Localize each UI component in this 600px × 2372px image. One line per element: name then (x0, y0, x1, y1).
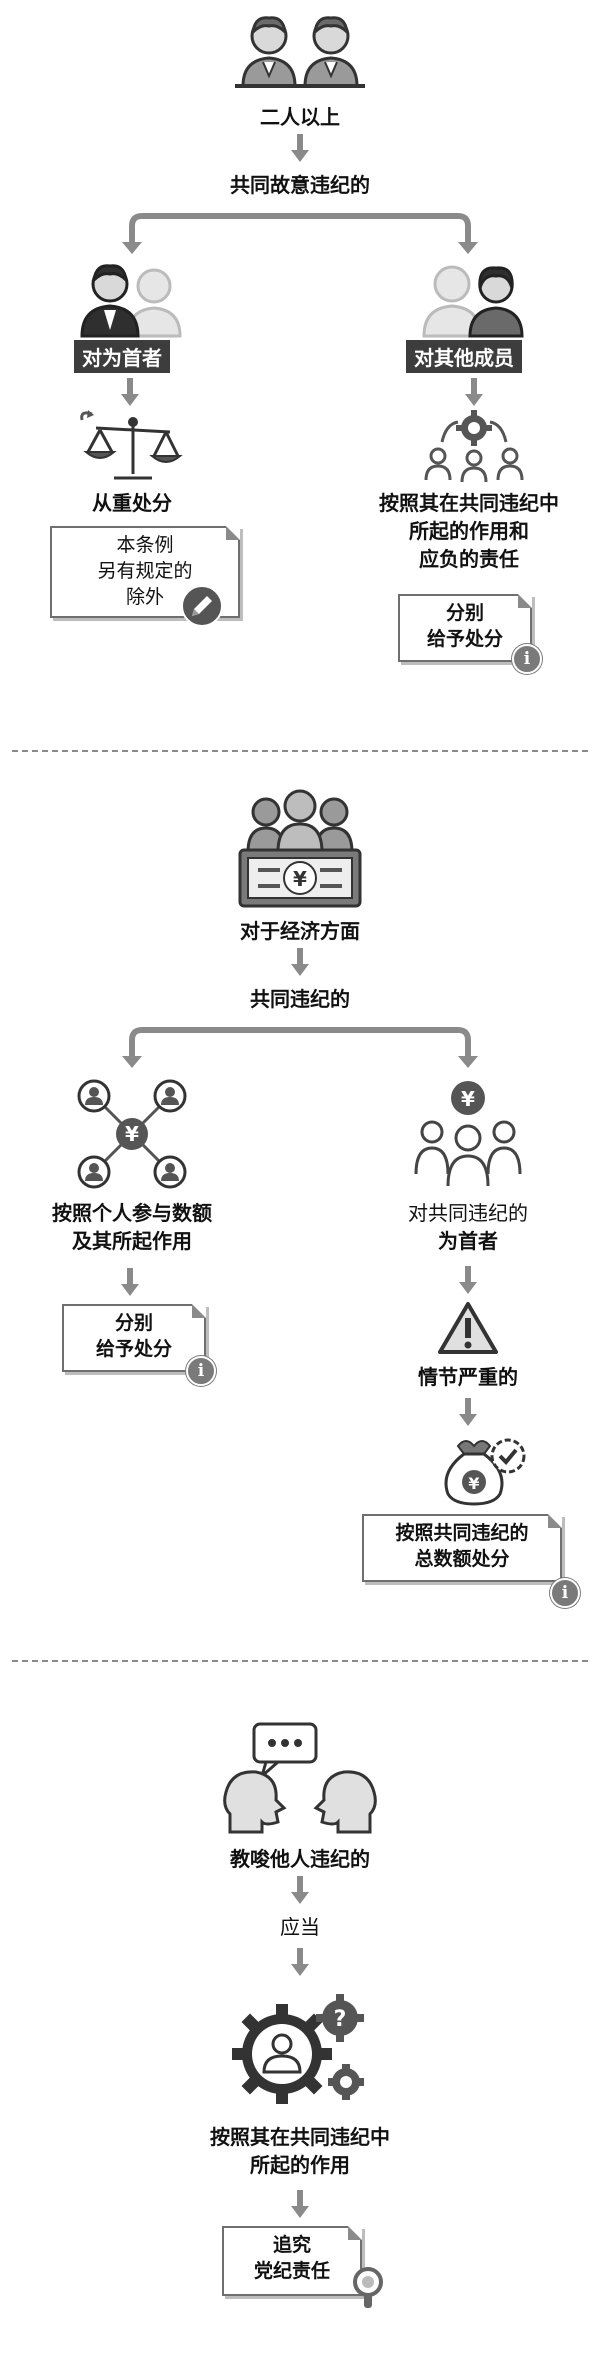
section-divider (12, 750, 588, 752)
magnifier-icon (353, 2267, 383, 2308)
money-bag-check-icon: ¥ (444, 1438, 526, 1506)
s2-right-note: 按照共同违纪的 总数额处分 (362, 1514, 562, 1582)
section-divider (12, 1660, 588, 1662)
two-persons-icon (235, 16, 365, 88)
s1-left-tag: 对为首者 (74, 340, 170, 373)
s2-left-line: 及其所起作用 (72, 1229, 192, 1253)
s2-left-note: 分别 给予处分 (62, 1304, 206, 1372)
note-line: 除外 (125, 586, 164, 608)
down-arrow (459, 1266, 477, 1294)
down-arrow (465, 378, 483, 406)
money-group-icon: ¥ (238, 789, 362, 908)
down-arrow (291, 2190, 309, 2218)
down-arrow (121, 1268, 139, 1296)
s2-left-line: 按照个人参与数额 (52, 1201, 212, 1225)
network-money-icon: ¥ (77, 1079, 187, 1189)
page-fold (348, 2226, 362, 2240)
branch-connector (122, 213, 478, 254)
warning-icon (438, 1302, 498, 1354)
page-fold (192, 1304, 206, 1318)
note-line: 按照共同违纪的 (395, 1522, 529, 1544)
note-line: 总数额处分 (414, 1548, 510, 1570)
note-line: 党纪责任 (253, 2260, 330, 2282)
s1-left-result: 从重处分 (92, 491, 172, 515)
yuan-symbol: ¥ (461, 1087, 475, 1111)
info-icon: i (550, 1578, 580, 1608)
note-line: 分别 (445, 602, 484, 624)
note-line: 本条例 (116, 534, 174, 556)
conversation-icon (223, 1722, 377, 1834)
gears-person-icon: ? (232, 1994, 364, 2104)
s1-right-line: 所起的作用和 (409, 519, 529, 543)
note-line: 给予处分 (95, 1338, 172, 1360)
branch-connector (122, 1027, 478, 1068)
svg-text:?: ? (334, 2007, 347, 2032)
s3-note: 追究 党纪责任 (222, 2226, 362, 2296)
s2-right-line: 为首者 (438, 1229, 498, 1253)
s1-right-note: 分别 给予处分 (398, 594, 532, 662)
s2-right-line: 对共同违纪的 (408, 1201, 528, 1225)
down-arrow (459, 1398, 477, 1426)
page-fold (518, 594, 532, 608)
down-arrow (291, 1948, 309, 1976)
note-line: 给予处分 (426, 628, 503, 650)
money-people-icon: ¥ (414, 1081, 522, 1187)
pencil-icon (181, 585, 223, 627)
info-icon: i (512, 644, 542, 674)
down-arrow (291, 1876, 309, 1904)
s2-mid-label: 共同违纪的 (250, 987, 350, 1011)
info-icon: i (186, 1356, 216, 1386)
s3-line: 按照其在共同违纪中 (210, 2125, 390, 2149)
down-arrow (291, 948, 309, 976)
s1-mid-label: 共同故意违纪的 (230, 173, 370, 197)
yuan-symbol: ¥ (293, 867, 307, 891)
page-fold (226, 526, 240, 540)
member-icon (422, 265, 524, 338)
yuan-symbol: ¥ (468, 1474, 479, 1493)
down-arrow (121, 378, 139, 406)
scales-icon (80, 410, 183, 480)
s1-right-line: 应负的责任 (419, 547, 519, 571)
s2-right-line: 情节严重的 (418, 1365, 518, 1389)
s1-right-line: 按照其在共同违纪中 (379, 491, 559, 515)
s3-top-label: 教唆他人违纪的 (230, 1847, 370, 1871)
s3-line: 所起的作用 (250, 2153, 350, 2177)
s3-mid-label: 应当 (280, 1915, 320, 1939)
note-line: 分别 (114, 1312, 153, 1334)
page-fold (548, 1514, 562, 1528)
yuan-symbol: ¥ (125, 1122, 139, 1146)
s2-top-label: 对于经济方面 (240, 919, 360, 943)
note-line: 另有规定的 (97, 560, 193, 582)
gear-people-icon (424, 410, 524, 483)
leader-icon (80, 264, 182, 338)
s1-right-tag: 对其他成员 (406, 340, 522, 373)
down-arrow (291, 134, 309, 162)
note-line: 追究 (272, 2234, 311, 2256)
s1-top-label: 二人以上 (260, 105, 340, 129)
